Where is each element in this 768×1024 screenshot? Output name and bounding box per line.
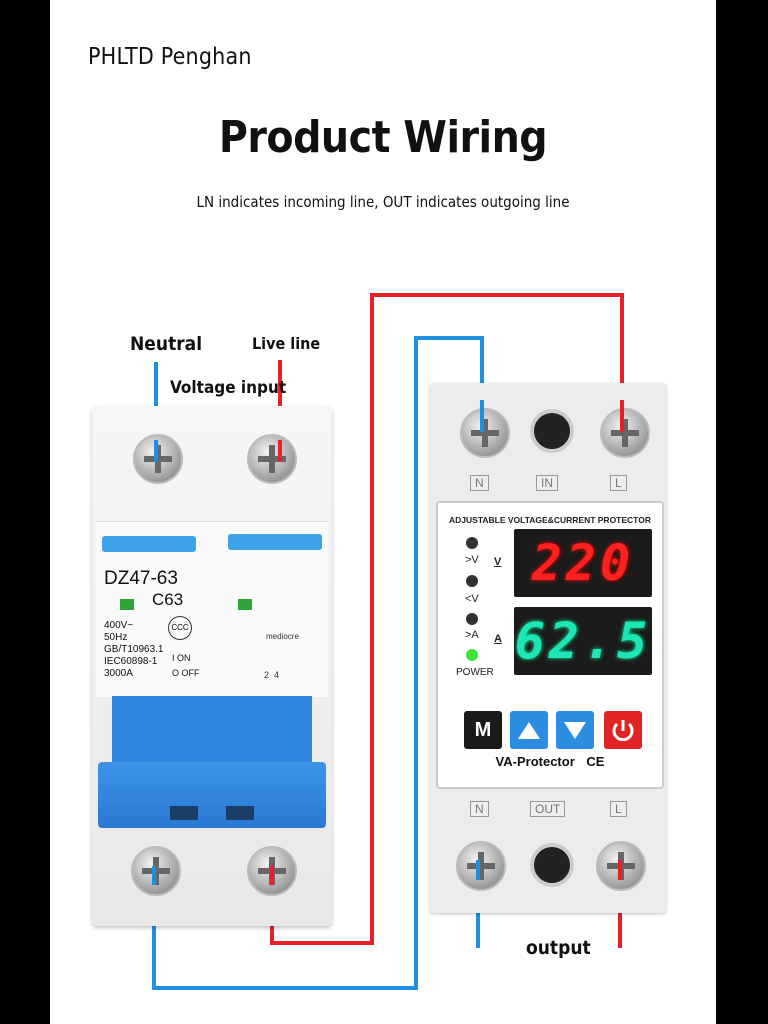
output-label: output <box>526 937 591 959</box>
wire-ends-svg <box>152 400 624 885</box>
under-voltage-indicator <box>466 575 478 587</box>
breaker-terminal-numbers: 2 4 <box>264 670 280 680</box>
over-current-indicator <box>466 613 478 625</box>
down-arrow-icon <box>564 722 586 739</box>
breaker-blue-tag-right <box>228 534 322 550</box>
breaker-blue-tag-left <box>102 536 196 552</box>
up-button[interactable] <box>510 711 548 749</box>
spec-frequency: 50Hz <box>104 632 128 643</box>
protector-screw-n-out <box>456 841 506 891</box>
protector-panel: ADJUSTABLE VOLTAGE&CURRENT PROTECTOR >V … <box>436 501 664 789</box>
over-current-label: >A <box>465 629 479 641</box>
over-voltage-label: >V <box>465 554 479 566</box>
protector-top-knob <box>530 409 574 453</box>
live-link-wire <box>270 293 624 945</box>
protector-header: ADJUSTABLE VOLTAGE&CURRENT PROTECTOR <box>449 515 651 525</box>
mode-button[interactable]: M <box>464 711 502 749</box>
page-title: Product Wiring <box>218 112 548 163</box>
terminal-out: OUT <box>530 801 566 817</box>
up-arrow-icon <box>518 722 540 739</box>
terminal-l-in: L <box>610 475 627 491</box>
voltage-unit: V <box>494 556 502 568</box>
spec-standard-gb: GB/T10963.1 <box>104 644 164 655</box>
breaker-toggle-handle[interactable] <box>98 762 326 828</box>
protector-name: VA-Protector CE <box>438 754 662 769</box>
breaker-on-off: I ON O OFF <box>172 651 200 681</box>
power-button[interactable] <box>604 711 642 749</box>
handle-slot-left <box>170 806 198 820</box>
spec-capacity: 3000A <box>104 668 133 679</box>
terminal-n-out: N <box>470 801 489 817</box>
ce-mark: CE <box>586 754 605 769</box>
protector-screw-n-in <box>460 408 510 458</box>
breaker-model: DZ47-63 <box>104 568 178 589</box>
neutral-label: Neutral <box>130 333 203 355</box>
spec-voltage: 400V~ <box>104 620 134 631</box>
brand-name: PHLTD Penghan <box>88 44 252 70</box>
spec-standard-iec: IEC60898-1 <box>104 656 158 667</box>
ccc-mark-icon: CCC <box>168 616 192 640</box>
terminal-in: IN <box>536 475 558 491</box>
over-voltage-indicator <box>466 537 478 549</box>
terminal-n-in: N <box>470 475 489 491</box>
breaker-rating: C63 <box>152 590 184 609</box>
terminal-l-out: L <box>610 801 627 817</box>
neutral-link-wire <box>152 336 484 990</box>
protector-name-text: VA-Protector <box>495 754 575 769</box>
power-icon <box>612 720 634 742</box>
voltage-input-label: Voltage input <box>170 378 287 398</box>
current-display: 62.5 <box>514 607 652 675</box>
current-unit: A <box>494 633 502 645</box>
handle-slot-right <box>226 806 254 820</box>
breaker-mark: mediocre <box>266 632 299 641</box>
product-wiring-diagram: PHLTD Penghan Product Wiring LN indicate… <box>50 0 716 1024</box>
protector-bottom-knob <box>530 843 574 887</box>
breaker-indicator-left <box>120 599 134 610</box>
page-subtitle: LN indicates incoming line, OUT indicate… <box>196 193 570 211</box>
under-voltage-label: <V <box>465 593 479 605</box>
breaker-top-screw-right <box>247 434 297 484</box>
circuit-breaker: DZ47-63 C63 400V~ 50Hz GB/T10963.1 IEC60… <box>92 406 332 926</box>
protector-screw-l-in <box>600 408 650 458</box>
voltage-display: 220 <box>514 529 652 597</box>
breaker-handle-base <box>112 696 312 766</box>
breaker-indicator-right <box>238 599 252 610</box>
power-indicator <box>466 649 478 661</box>
live-line-label: Live line <box>252 334 321 353</box>
power-label: POWER <box>456 667 494 678</box>
va-protector: N IN L ADJUSTABLE VOLTAGE&CURRENT PROTEC… <box>430 383 666 913</box>
breaker-spec: 400V~ 50Hz GB/T10963.1 IEC60898-1 3000A <box>104 620 163 680</box>
off-label: O OFF <box>172 668 200 678</box>
down-button[interactable] <box>556 711 594 749</box>
on-label: I ON <box>172 653 191 663</box>
